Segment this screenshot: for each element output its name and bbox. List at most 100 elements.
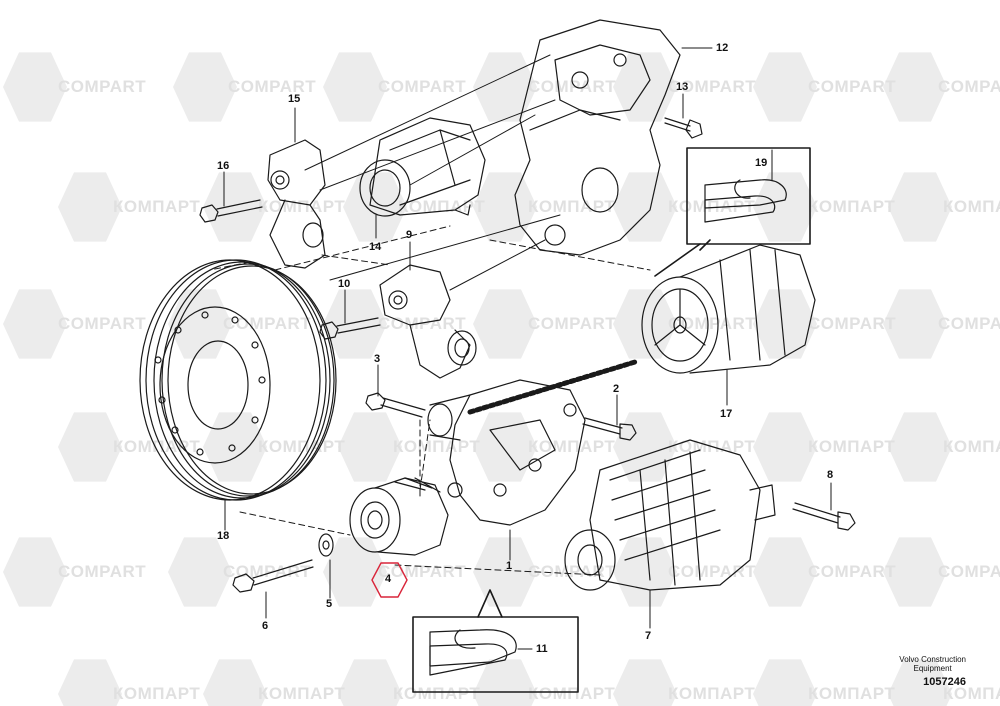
watermark-label: КОМПАРТ bbox=[528, 437, 616, 456]
credit-line-2: Equipment bbox=[913, 664, 952, 673]
watermark-label: COMPART bbox=[528, 314, 617, 333]
watermark-label: КОМПАРТ bbox=[808, 197, 896, 216]
watermark-hexagon bbox=[323, 537, 387, 607]
part-19-inset bbox=[654, 147, 811, 277]
callout-11[interactable]: 11 bbox=[536, 643, 548, 655]
guide-lines bbox=[304, 54, 561, 291]
belt-chain bbox=[467, 359, 638, 415]
manufacturer-credit: Volvo Construction Equipment bbox=[899, 655, 966, 673]
callout-7[interactable]: 7 bbox=[645, 630, 652, 642]
watermark-label: COMPART bbox=[808, 562, 897, 581]
watermark-hexagon bbox=[888, 659, 952, 706]
watermark-label: КОМПАРТ bbox=[393, 437, 481, 456]
callout-15[interactable]: 15 bbox=[288, 93, 301, 105]
callout-6[interactable]: 6 bbox=[262, 620, 269, 632]
watermark-label: КОМПАРТ bbox=[528, 684, 616, 703]
callout-2[interactable]: 2 bbox=[613, 383, 620, 395]
watermark-hexagon bbox=[58, 412, 122, 482]
callout-8[interactable]: 8 bbox=[827, 469, 834, 481]
watermark-hexagon bbox=[3, 52, 67, 122]
watermark-hexagon bbox=[473, 537, 537, 607]
watermark-hexagon bbox=[473, 412, 537, 482]
part-7-compressor bbox=[564, 439, 776, 591]
watermark-hexagon bbox=[753, 289, 817, 359]
part-1-bracket bbox=[427, 379, 586, 526]
callout-13[interactable]: 13 bbox=[676, 81, 689, 93]
callout-10[interactable]: 10 bbox=[338, 278, 351, 290]
callout-16[interactable]: 16 bbox=[217, 160, 230, 172]
watermark-label: КОМПАРТ bbox=[808, 684, 896, 703]
callout-14[interactable]: 14 bbox=[369, 241, 382, 253]
watermark-hexagon bbox=[883, 52, 947, 122]
callout-3[interactable]: 3 bbox=[374, 353, 381, 365]
watermark-hexagon bbox=[613, 172, 677, 242]
part-3-bolt bbox=[365, 392, 426, 418]
callout-19[interactable]: 19 bbox=[755, 157, 768, 169]
watermark-hexagon bbox=[473, 52, 537, 122]
watermark-hexagon bbox=[753, 537, 817, 607]
part-2-bolt bbox=[582, 417, 637, 441]
callout-17[interactable]: 17 bbox=[720, 408, 733, 420]
watermark-label: КОМПАРТ bbox=[668, 684, 756, 703]
highlight-hexagon bbox=[371, 562, 408, 598]
watermark-hexagon bbox=[888, 172, 952, 242]
watermark-hexagon bbox=[883, 537, 947, 607]
watermark-hexagon bbox=[58, 659, 122, 706]
watermark-label: COMPART bbox=[668, 314, 757, 333]
part-4-pulley bbox=[349, 477, 449, 556]
callout-4[interactable]: 4 bbox=[385, 573, 392, 585]
watermark-hexagon bbox=[753, 172, 817, 242]
watermark-hexagon bbox=[473, 289, 537, 359]
watermark-label: COMPART bbox=[938, 314, 1000, 333]
watermark-hexagon bbox=[613, 412, 677, 482]
watermark-label: COMPART bbox=[808, 77, 897, 96]
callout-1[interactable]: 1 bbox=[506, 560, 513, 572]
watermark-label: КОМПАРТ bbox=[113, 197, 201, 216]
drawing-number: 1057246 bbox=[923, 676, 966, 688]
callout-5[interactable]: 5 bbox=[326, 598, 333, 610]
watermark-label: КОМПАРТ bbox=[943, 684, 1000, 703]
watermark-hexagon bbox=[173, 52, 237, 122]
watermark-hexagon bbox=[753, 412, 817, 482]
watermark-label: COMPART bbox=[938, 562, 1000, 581]
callout-18[interactable]: 18 bbox=[217, 530, 230, 542]
watermark-label: КОМПАРТ bbox=[113, 437, 201, 456]
watermark-hexagon bbox=[323, 289, 387, 359]
watermark-hexagon bbox=[323, 52, 387, 122]
part-12-bracket bbox=[514, 19, 681, 256]
watermark-label: КОМПАРТ bbox=[398, 197, 486, 216]
part-18-pulley bbox=[139, 259, 337, 501]
watermark-hexagon bbox=[168, 537, 232, 607]
watermark-label: COMPART bbox=[58, 314, 147, 333]
watermark-hexagon bbox=[3, 537, 67, 607]
watermark-hexagon bbox=[3, 289, 67, 359]
watermark-hexagon bbox=[613, 659, 677, 706]
watermark-label: COMPART bbox=[58, 562, 147, 581]
watermark-label: КОМПАРТ bbox=[113, 684, 201, 703]
watermark-label: КОМПАРТ bbox=[943, 197, 1000, 216]
part-14-alternator bbox=[359, 117, 486, 217]
watermark-label: КОМПАРТ bbox=[258, 684, 346, 703]
watermark-hexagon bbox=[613, 289, 677, 359]
watermark-label: COMPART bbox=[528, 562, 617, 581]
part-15-tensioner bbox=[267, 139, 326, 269]
watermark-label: COMPART bbox=[378, 77, 467, 96]
part-5-washer bbox=[318, 533, 334, 557]
watermark-label: COMPART bbox=[938, 77, 1000, 96]
watermark-hexagon bbox=[753, 52, 817, 122]
watermark-label: COMPART bbox=[528, 77, 617, 96]
callout-9[interactable]: 9 bbox=[406, 229, 413, 241]
watermark-hexagon bbox=[338, 659, 402, 706]
watermark-hexagon bbox=[473, 659, 537, 706]
part-11-inset bbox=[412, 589, 579, 693]
watermark-label: КОМПАРТ bbox=[393, 684, 481, 703]
watermark-hexagon bbox=[203, 659, 267, 706]
part-16-bolt bbox=[199, 199, 263, 223]
callout-12[interactable]: 12 bbox=[716, 42, 729, 54]
watermark-label: КОМПАРТ bbox=[943, 437, 1000, 456]
watermark-hexagon bbox=[203, 172, 267, 242]
part-10-bolt bbox=[319, 317, 381, 340]
watermark-label: COMPART bbox=[808, 314, 897, 333]
